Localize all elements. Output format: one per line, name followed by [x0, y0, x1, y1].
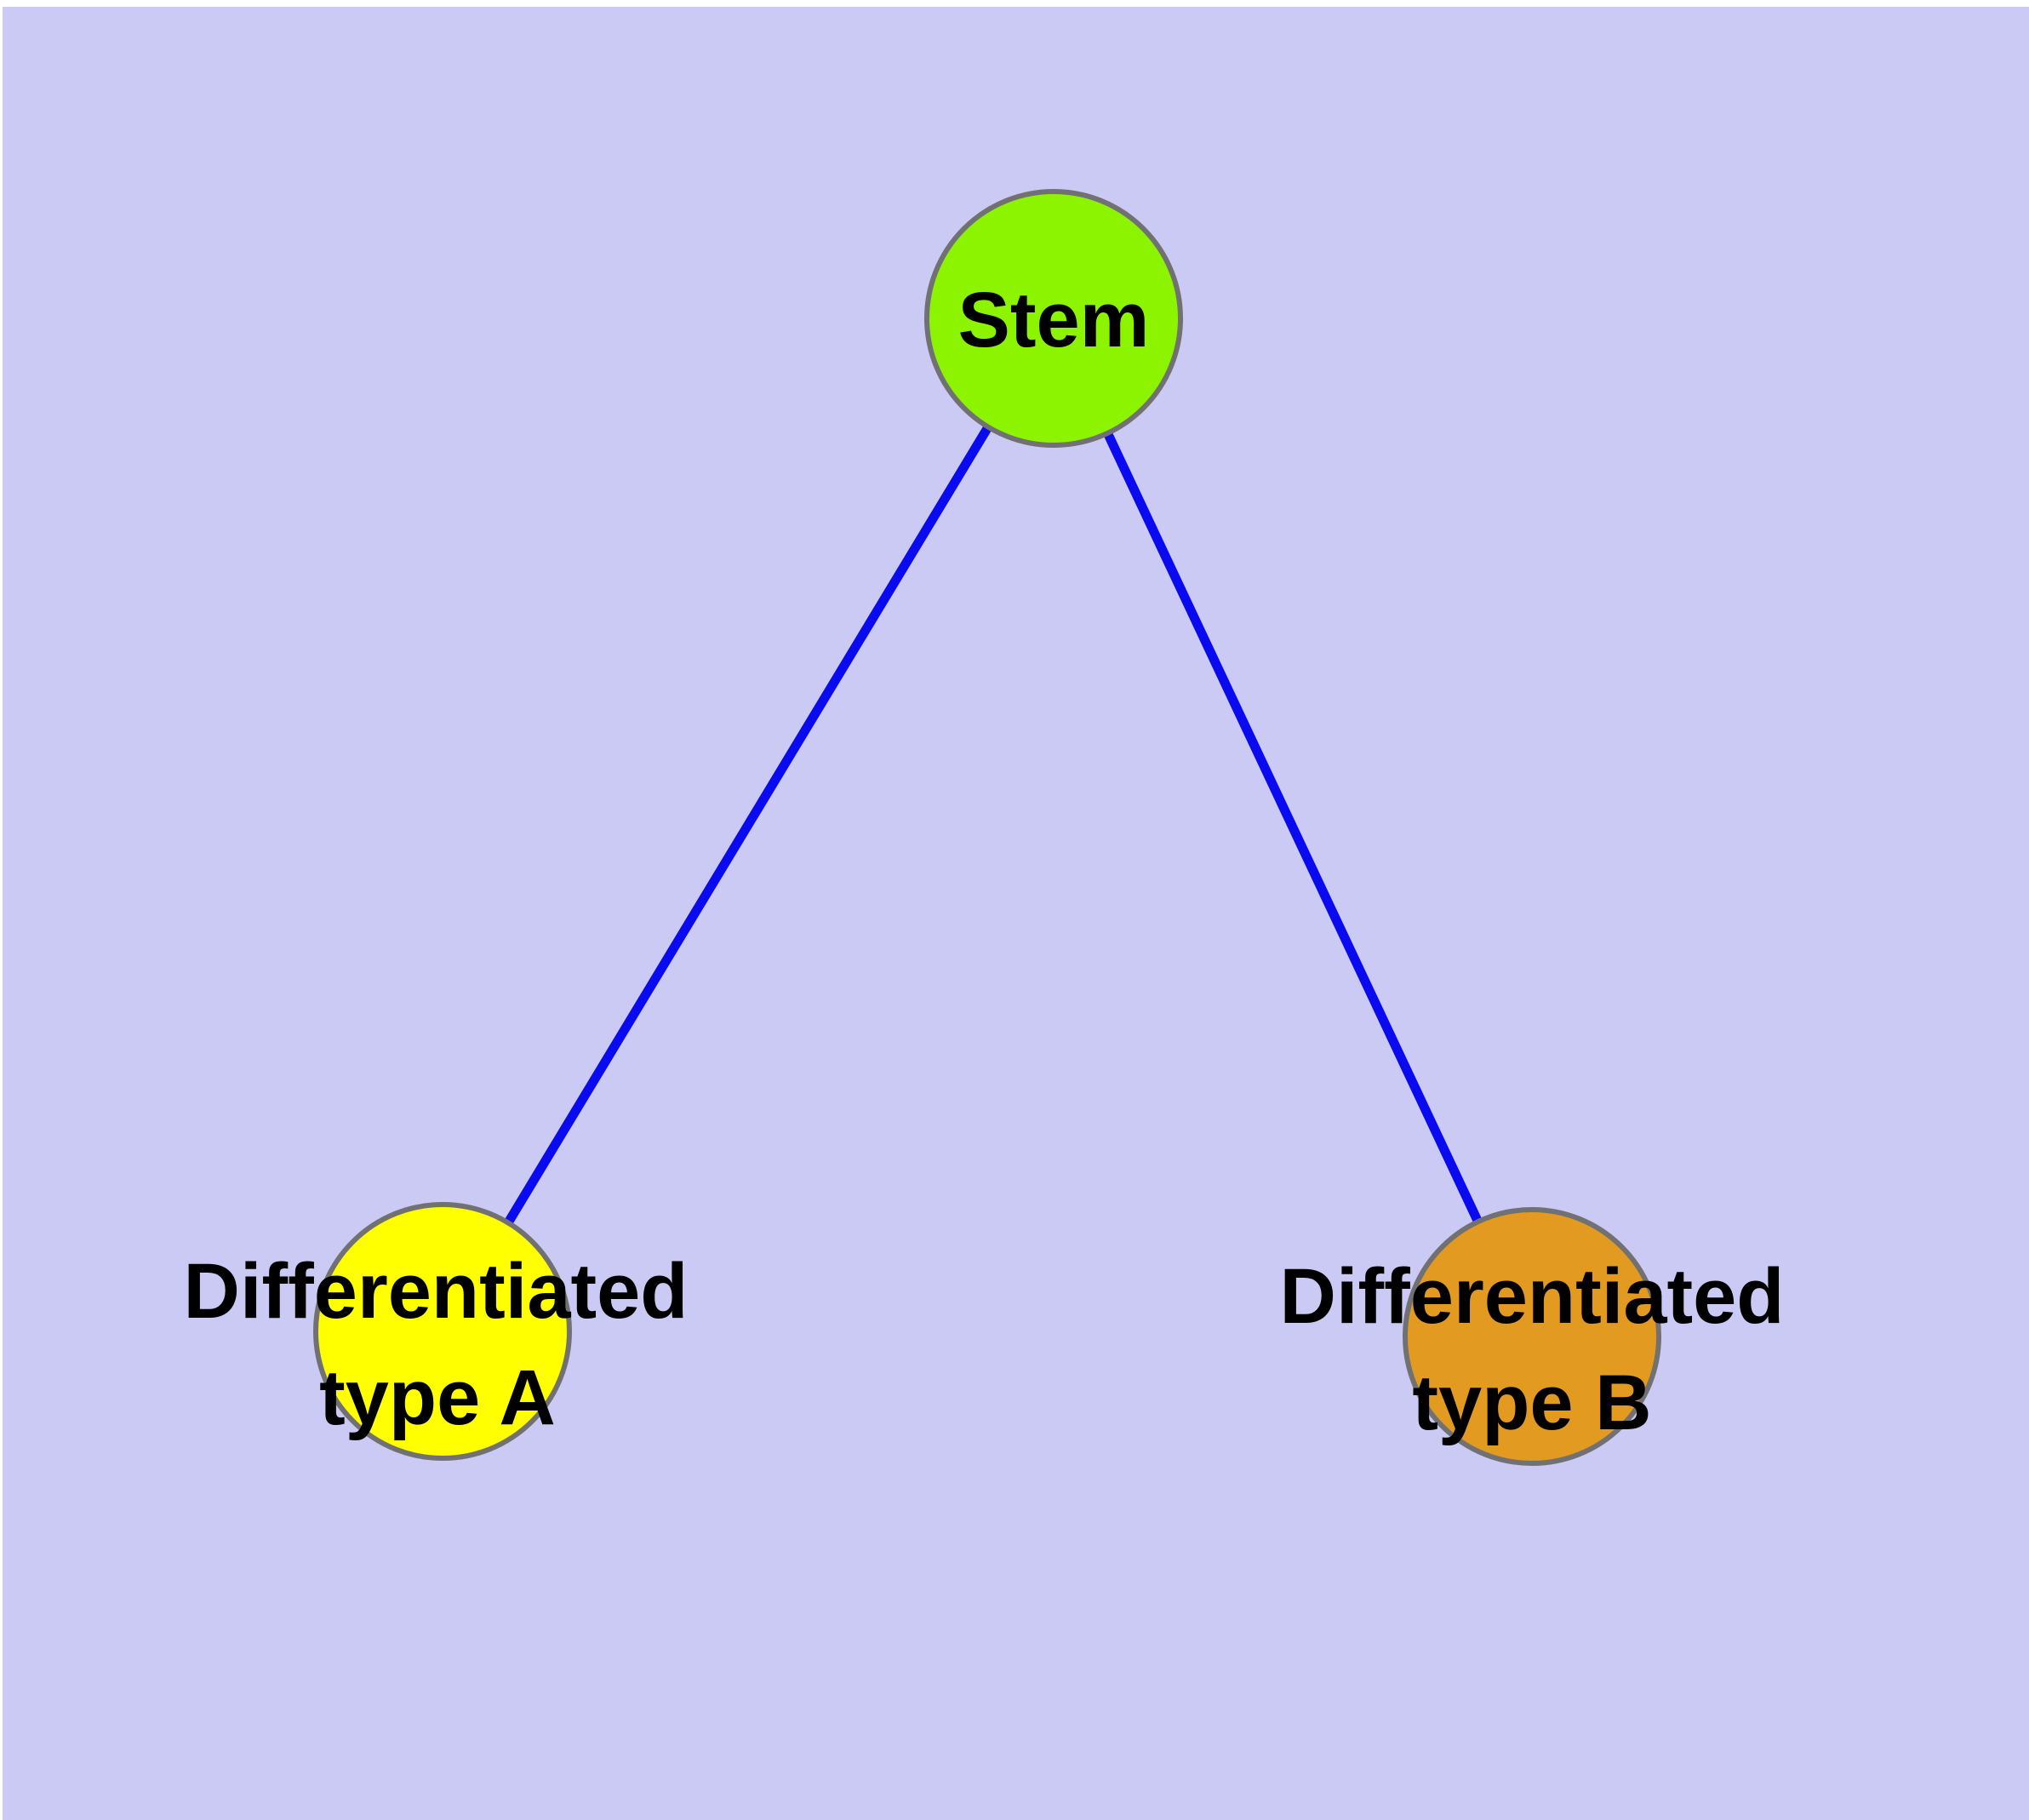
differentiated-type-b-node: [1403, 1207, 1661, 1466]
stem-node: [924, 189, 1183, 448]
differentiated-type-b-label-line1: Differentiated: [1280, 1253, 1785, 1340]
differentiated-type-a-label-line1: Differentiated: [184, 1248, 689, 1335]
edge-stem-to-type-a: [437, 313, 1059, 1336]
differentiated-type-b-label-line2: type B: [1412, 1359, 1651, 1446]
edge-stem-to-type-b: [1049, 313, 1537, 1342]
differentiated-type-a-label-line2: type A: [319, 1354, 556, 1441]
stem-node-label: Stem: [958, 277, 1150, 363]
differentiated-type-a-node: [313, 1202, 572, 1461]
